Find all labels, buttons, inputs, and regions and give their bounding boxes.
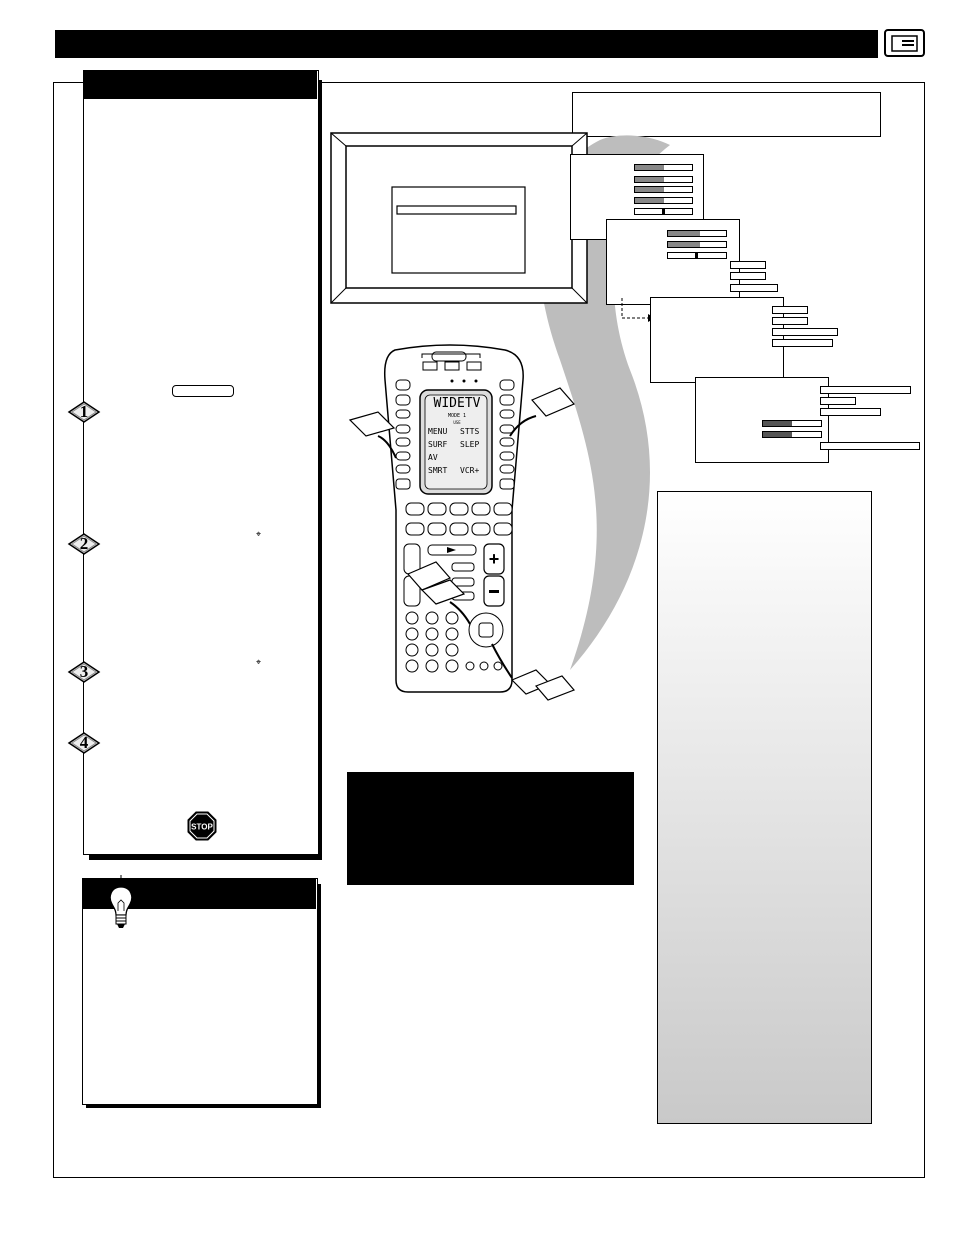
- tv-menu-icon: [884, 29, 925, 57]
- menu-option-box: [730, 272, 766, 280]
- tv-screen: [330, 132, 588, 304]
- menu-level-3: [650, 297, 784, 383]
- menu-option-box: [772, 317, 808, 325]
- black-callout-box: [347, 772, 634, 885]
- lcd-surf[interactable]: SURF: [428, 440, 448, 449]
- menu-option-box: [730, 261, 766, 269]
- info-box: [572, 92, 881, 137]
- instructions-title-bar: [84, 71, 317, 99]
- svg-text:+: +: [489, 549, 500, 569]
- button-graphic: [172, 385, 234, 397]
- menu-level-2: [606, 219, 740, 305]
- lightbulb-icon: [91, 873, 151, 939]
- cursor-icon: ⌖: [256, 529, 262, 539]
- slider-bar: [667, 252, 727, 259]
- step-2: 2: [66, 533, 102, 555]
- instructions-panel: STOP: [83, 70, 319, 855]
- page-frame: [53, 82, 925, 1178]
- slider-bar: [667, 230, 727, 237]
- step-1: 1: [66, 401, 102, 423]
- lcd-menu[interactable]: MENU: [428, 427, 448, 436]
- header-bar: [55, 30, 878, 58]
- step-number: 2: [79, 534, 89, 553]
- slider-bar: [667, 241, 727, 248]
- menu-option-box: [772, 339, 833, 347]
- stop-sign-icon: STOP: [187, 811, 217, 841]
- remote-control: + WIDETV MODE 1 USE MENU STTS SU: [340, 340, 600, 705]
- slider-bar: [762, 431, 822, 438]
- cursor-icon: ⌖: [256, 657, 262, 667]
- slider-bar: [634, 186, 693, 193]
- menu-option-box: [820, 442, 920, 450]
- slider-bar: [634, 208, 693, 215]
- lcd-status[interactable]: STTS: [460, 427, 480, 436]
- menu-option-box: [772, 306, 808, 314]
- lcd-subtitle-2: USE: [453, 420, 461, 425]
- menu-option-box: [820, 408, 881, 416]
- gray-info-box: [657, 491, 872, 1124]
- menu-option-box: [820, 386, 911, 394]
- menu-option-box: [772, 328, 838, 336]
- step-number: 1: [79, 402, 89, 421]
- lcd-smart[interactable]: SMRT: [428, 466, 448, 475]
- stop-label: STOP: [191, 823, 213, 832]
- step-number: 3: [79, 662, 89, 681]
- lcd-subtitle: MODE 1: [447, 413, 467, 419]
- step-3: 3: [66, 661, 102, 683]
- menu-option-box: [820, 397, 856, 405]
- lcd-av[interactable]: AV: [428, 453, 438, 462]
- tip-panel: [82, 875, 318, 1105]
- step-number: 4: [79, 733, 89, 752]
- slider-bar: [634, 176, 693, 183]
- slider-bar: [634, 197, 693, 204]
- lcd-vcr-plus[interactable]: VCR+: [460, 466, 480, 475]
- step-4: 4: [66, 732, 102, 754]
- menu-option-box: [730, 284, 778, 292]
- lcd-title: WIDETV: [433, 396, 481, 411]
- slider-bar: [762, 420, 822, 427]
- lcd-sleep[interactable]: SLEP: [460, 440, 480, 449]
- slider-bar: [634, 164, 693, 171]
